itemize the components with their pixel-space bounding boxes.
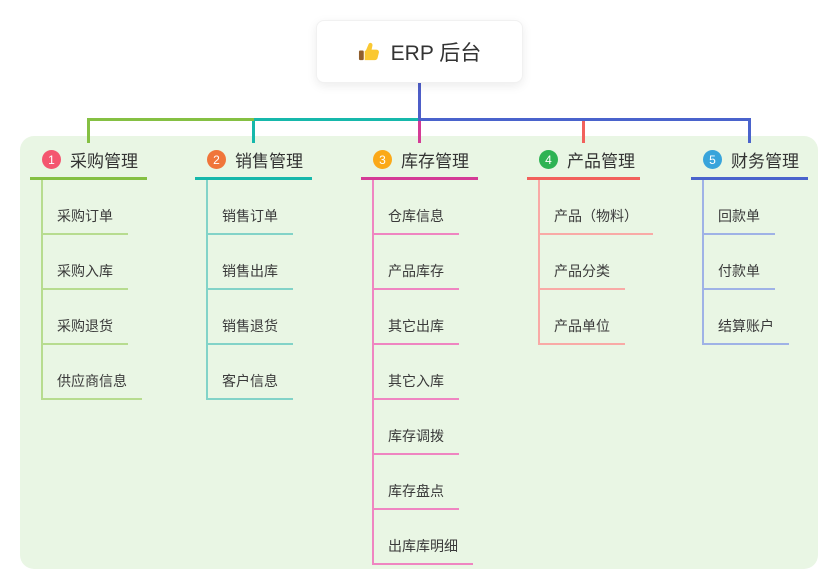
children-connector-line	[538, 180, 540, 345]
branch-children: 采购订单采购入库采购退货供应商信息	[41, 180, 147, 400]
child-node-label: 采购订单	[57, 208, 113, 224]
children-connector-line	[206, 180, 208, 400]
children-connector-line	[41, 180, 43, 400]
branch-node-5[interactable]: 5 财务管理	[691, 148, 808, 180]
child-node-label: 产品（物料）	[554, 208, 638, 224]
branch-number-badge: 1	[42, 150, 61, 169]
child-node[interactable]: 产品分类	[538, 235, 625, 290]
child-node[interactable]: 出库库明细	[372, 510, 473, 565]
bus-segment-green	[88, 118, 254, 121]
child-node[interactable]: 产品库存	[372, 235, 459, 290]
branch-1: 1 采购管理采购订单采购入库采购退货供应商信息	[30, 148, 147, 400]
child-node-label: 产品分类	[554, 263, 610, 279]
branch-3-drop-line	[418, 118, 421, 143]
child-node[interactable]: 回款单	[702, 180, 775, 235]
branch-children: 仓库信息产品库存其它出库其它入库库存调拨库存盘点出库库明细	[372, 180, 478, 565]
branch-children: 回款单付款单结算账户	[702, 180, 808, 345]
child-node-label: 回款单	[718, 208, 760, 224]
child-node-label: 付款单	[718, 263, 760, 279]
branch-title: 财务管理	[731, 152, 799, 171]
child-node[interactable]: 其它出库	[372, 290, 459, 345]
root-node-erp[interactable]: ERP 后台	[316, 20, 523, 83]
bus-segment-teal	[253, 118, 420, 121]
child-node-label: 销售出库	[222, 263, 278, 279]
branch-title: 库存管理	[401, 152, 469, 171]
branch-2: 2 销售管理销售订单销售出库销售退货客户信息	[195, 148, 312, 400]
branch-node-1[interactable]: 1 采购管理	[30, 148, 147, 180]
child-node[interactable]: 采购入库	[41, 235, 128, 290]
child-node-label: 库存调拨	[388, 428, 444, 444]
branch-1-drop-line	[87, 118, 90, 143]
child-node-label: 采购退货	[57, 318, 113, 334]
branch-4: 4 产品管理产品（物料） 产品分类产品单位	[527, 148, 653, 345]
child-node[interactable]: 采购退货	[41, 290, 128, 345]
branch-children: 销售订单销售出库销售退货客户信息	[206, 180, 312, 400]
child-node[interactable]: 产品（物料）	[538, 180, 653, 235]
child-node-label: 供应商信息	[57, 373, 127, 389]
child-node[interactable]: 付款单	[702, 235, 775, 290]
branch-number-badge: 4	[539, 150, 558, 169]
child-node-label: 客户信息	[222, 373, 278, 389]
branch-3: 3 库存管理仓库信息产品库存其它出库其它入库库存调拨库存盘点出库库明细	[361, 148, 478, 565]
branch-node-4[interactable]: 4 产品管理	[527, 148, 640, 180]
child-node-label: 产品库存	[388, 263, 444, 279]
bus-segment-blue	[419, 118, 750, 121]
child-node-label: 库存盘点	[388, 483, 444, 499]
child-node-label: 其它入库	[388, 373, 444, 389]
child-node-label: 采购入库	[57, 263, 113, 279]
branch-node-2[interactable]: 2 销售管理	[195, 148, 312, 180]
branch-title: 采购管理	[70, 152, 138, 171]
child-node-label: 结算账户	[718, 318, 774, 334]
branch-number-badge: 5	[703, 150, 722, 169]
root-trunk-line	[418, 83, 421, 121]
child-node[interactable]: 供应商信息	[41, 345, 142, 400]
child-node[interactable]: 销售订单	[206, 180, 293, 235]
branch-5: 5 财务管理回款单付款单结算账户	[691, 148, 808, 345]
child-node-label: 销售订单	[222, 208, 278, 224]
child-node[interactable]: 库存调拨	[372, 400, 459, 455]
branch-children: 产品（物料） 产品分类产品单位	[538, 180, 653, 345]
child-node[interactable]: 库存盘点	[372, 455, 459, 510]
child-node[interactable]: 销售出库	[206, 235, 293, 290]
branch-title: 销售管理	[235, 152, 303, 171]
child-node[interactable]: 客户信息	[206, 345, 293, 400]
children-connector-line	[372, 180, 374, 565]
branch-5-drop-line	[748, 118, 751, 143]
child-node-label: 出库库明细	[388, 538, 458, 554]
branch-title: 产品管理	[567, 152, 635, 171]
child-node[interactable]: 采购订单	[41, 180, 128, 235]
branch-number-badge: 2	[207, 150, 226, 169]
child-node[interactable]: 产品单位	[538, 290, 625, 345]
child-node[interactable]: 结算账户	[702, 290, 789, 345]
branch-2-drop-line	[252, 118, 255, 143]
root-node-title: ERP 后台	[390, 41, 482, 65]
child-node[interactable]: 销售退货	[206, 290, 293, 345]
thumbs-up-icon	[358, 40, 381, 63]
child-node-label: 仓库信息	[388, 208, 444, 224]
branch-node-3[interactable]: 3 库存管理	[361, 148, 478, 180]
mindmap-background-panel	[20, 136, 818, 569]
branch-4-drop-line	[582, 118, 585, 143]
child-node[interactable]: 其它入库	[372, 345, 459, 400]
children-connector-line	[702, 180, 704, 345]
child-node[interactable]: 仓库信息	[372, 180, 459, 235]
child-node-label: 销售退货	[222, 318, 278, 334]
child-node-label: 产品单位	[554, 318, 610, 334]
branch-number-badge: 3	[373, 150, 392, 169]
child-node-label: 其它出库	[388, 318, 444, 334]
